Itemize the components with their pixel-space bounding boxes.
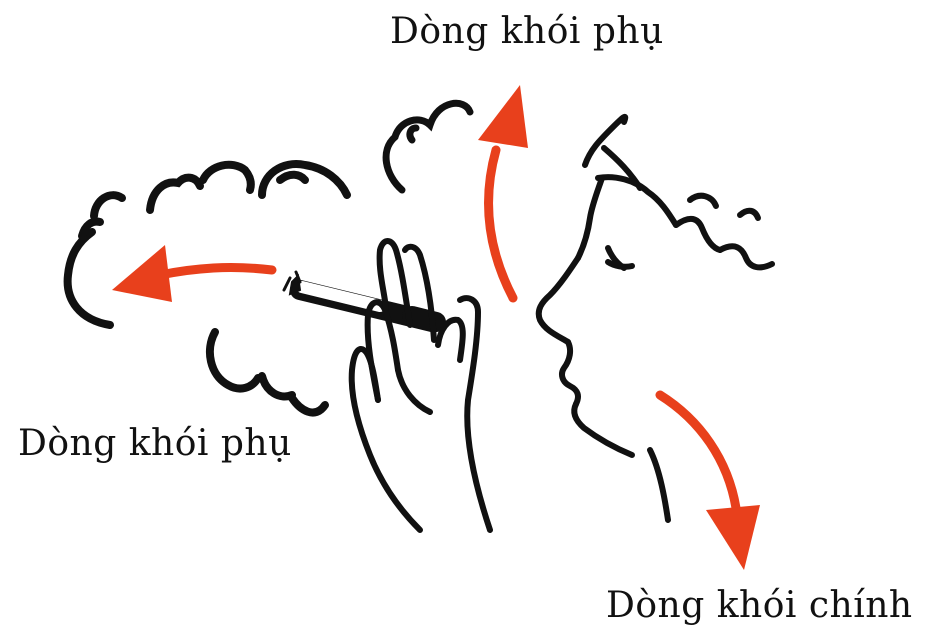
arrow-side-stream-left-icon <box>112 245 277 302</box>
smoke-cloud-left-icon <box>63 160 351 329</box>
hand-icon <box>348 238 493 533</box>
smoke-cloud-lower-icon <box>205 328 329 417</box>
label-main-stream: Dòng khói chính <box>606 585 913 626</box>
smoke-cloud-upper-icon <box>382 99 474 194</box>
label-side-stream-left: Dòng khói phụ <box>18 423 292 464</box>
cigarette-icon <box>282 270 446 332</box>
label-side-stream-top: Dòng khói phụ <box>390 11 664 52</box>
face-profile-icon <box>535 113 775 523</box>
arrow-side-stream-up-icon <box>478 85 528 303</box>
arrow-main-stream-down-icon <box>655 390 760 570</box>
